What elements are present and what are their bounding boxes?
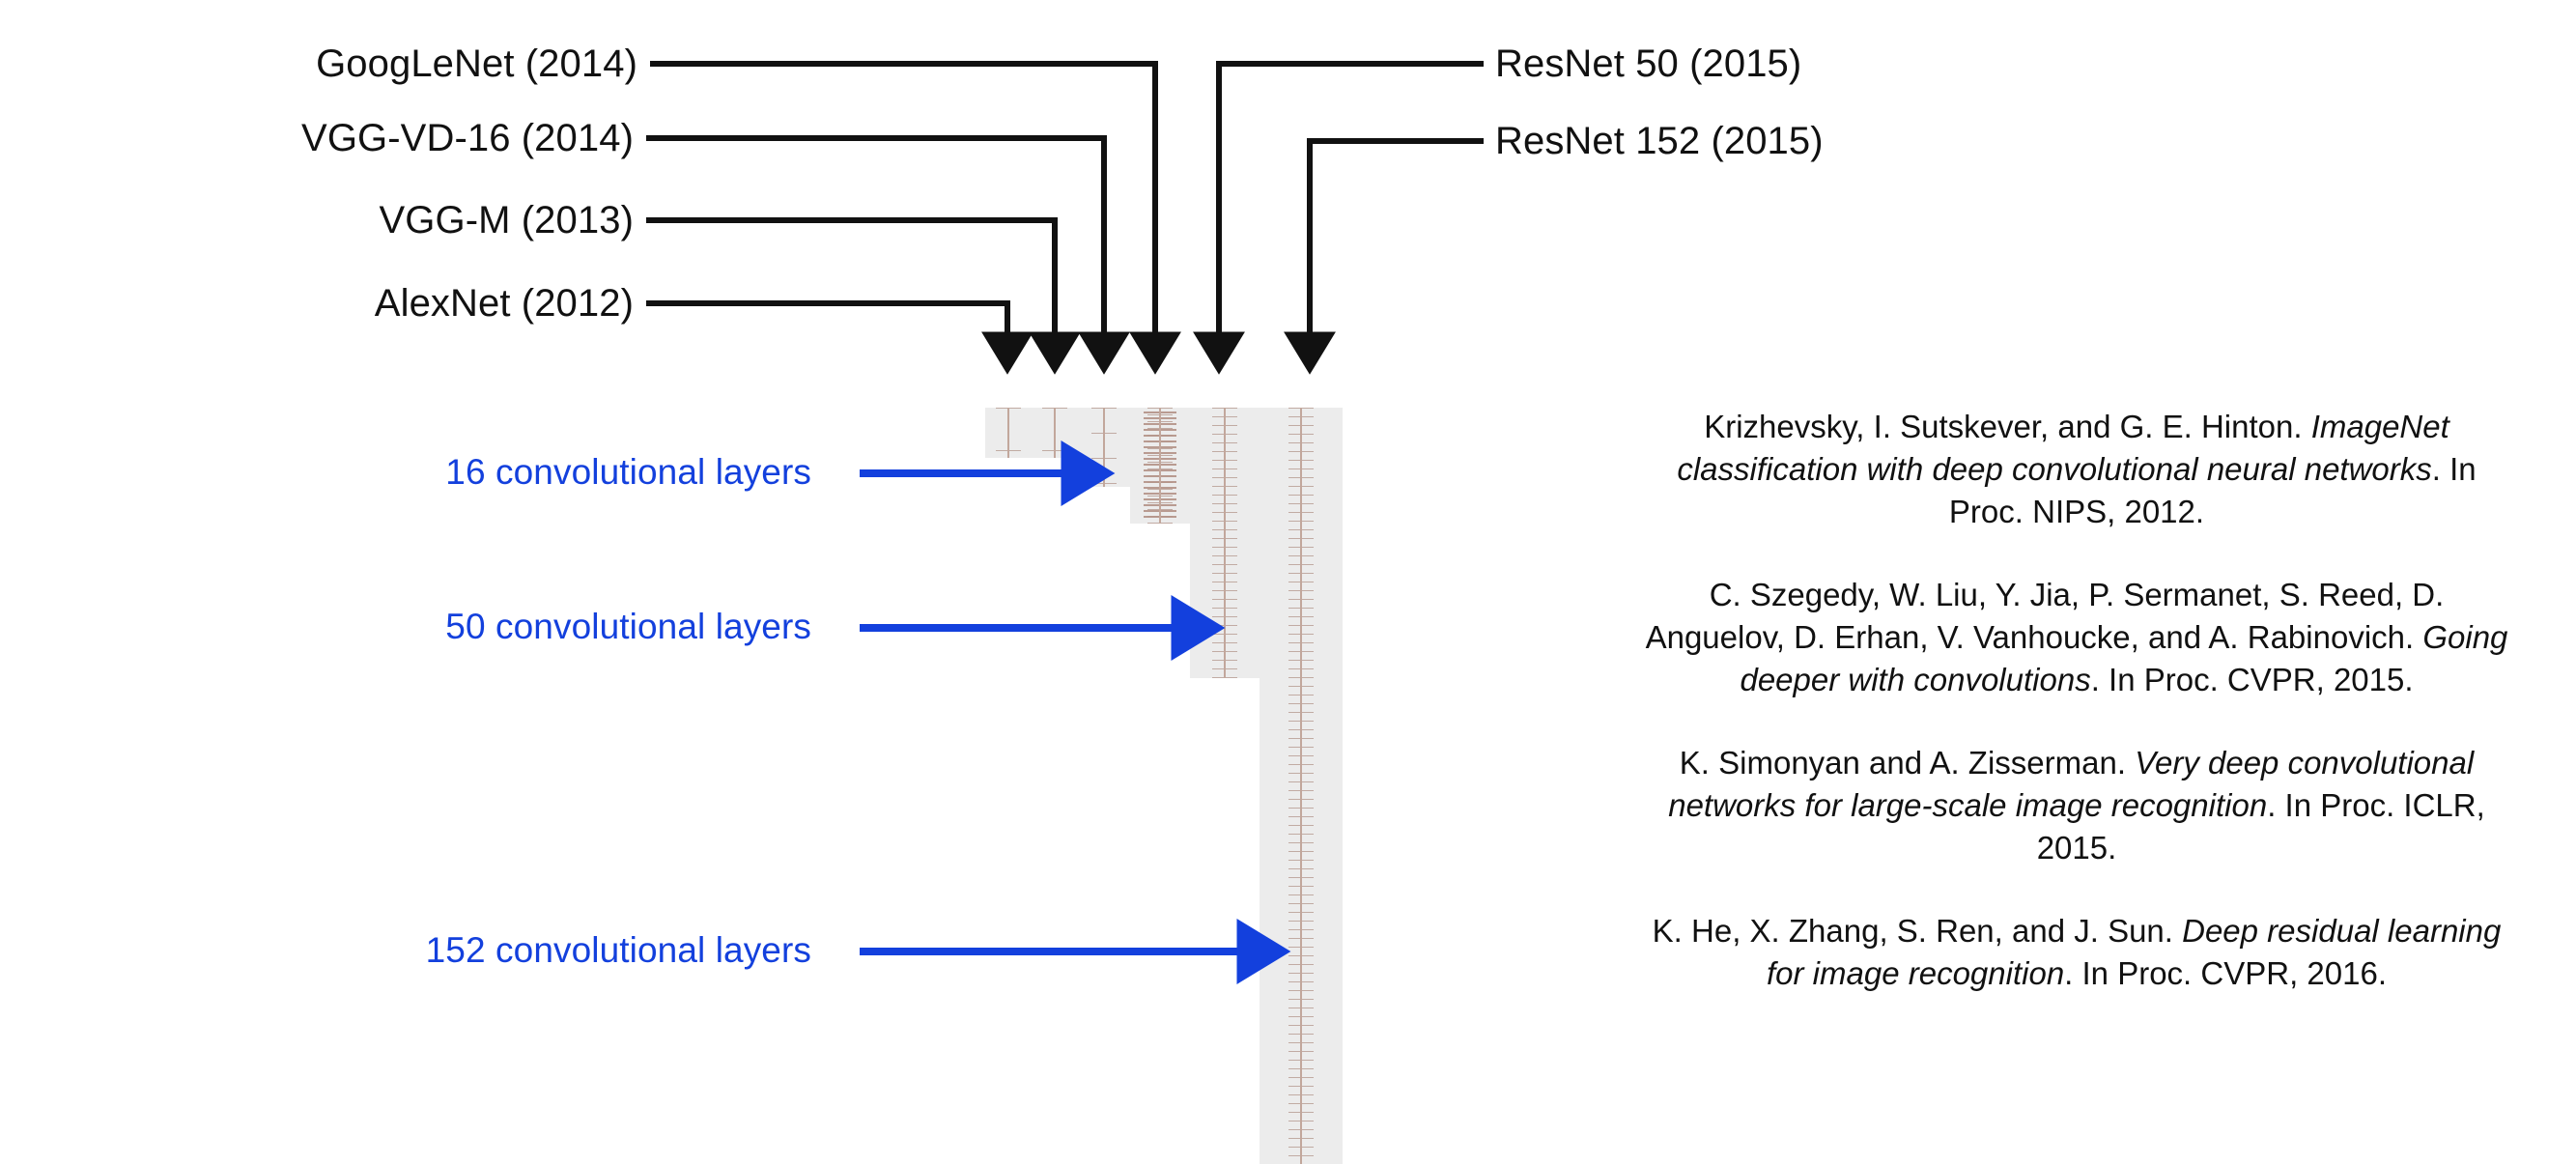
- reference-venue: . In Proc. NIPS, 2012.: [1948, 451, 2477, 529]
- annotation-152-conv-layers: 152 convolutional layers: [425, 930, 811, 970]
- leader-vgg-m: [646, 217, 1081, 375]
- network-spine: [1054, 408, 1056, 458]
- reference-item: K. He, X. Zhang, S. Ren, and J. Sun. Dee…: [1642, 910, 2511, 995]
- network-column-vgg-vd-16: [1078, 408, 1130, 487]
- reference-title: ImageNet classification with deep convol…: [1677, 409, 2449, 487]
- leader-resnet-50: [1193, 61, 1484, 375]
- label-vgg-m: VGG-M (2013): [379, 199, 634, 241]
- reference-item: K. Simonyan and A. Zisserman. Very deep …: [1642, 742, 2511, 869]
- network-spine: [1159, 408, 1161, 524]
- label-vgg-vd-16: VGG-VD-16 (2014): [301, 117, 634, 159]
- reference-authors: K. He, X. Zhang, S. Ren, and J. Sun.: [1652, 913, 2183, 949]
- reference-title: Very deep convolutional networks for lar…: [1668, 745, 2475, 823]
- network-spine: [1300, 408, 1302, 1164]
- label-resnet-50: ResNet 50 (2015): [1495, 43, 1802, 85]
- reference-title: Going deeper with convolutions: [1740, 619, 2508, 697]
- label-googlenet: GoogLeNet (2014): [316, 43, 637, 85]
- reference-item: Krizhevsky, I. Sutskever, and G. E. Hint…: [1642, 406, 2511, 533]
- network-spine: [1103, 408, 1105, 487]
- reference-venue: . In Proc. CVPR, 2016.: [2064, 955, 2387, 991]
- network-spine: [1224, 408, 1226, 678]
- label-resnet-152: ResNet 152 (2015): [1495, 120, 1824, 162]
- leader-vgg-vd-16: [646, 135, 1130, 375]
- leader-googlenet: [650, 61, 1181, 375]
- reference-venue: . In Proc. ICLR, 2015.: [2036, 787, 2485, 866]
- network-column-alexnet: [985, 408, 1032, 458]
- leader-resnet-152: [1284, 138, 1484, 375]
- annotation-50-conv-layers: 50 convolutional layers: [445, 607, 811, 646]
- leader-alexnet: [646, 300, 1033, 375]
- reference-item: C. Szegedy, W. Liu, Y. Jia, P. Sermanet,…: [1642, 574, 2511, 701]
- network-column-googlenet: [1130, 408, 1190, 524]
- network-column-resnet-50: [1190, 408, 1260, 678]
- network-spine: [1007, 408, 1009, 458]
- reference-authors: K. Simonyan and A. Zisserman.: [1679, 745, 2136, 781]
- network-column-resnet-152: [1260, 408, 1343, 1164]
- reference-authors: C. Szegedy, W. Liu, Y. Jia, P. Sermanet,…: [1645, 577, 2445, 655]
- reference-authors: Krizhevsky, I. Sutskever, and G. E. Hint…: [1704, 409, 2311, 444]
- reference-venue: . In Proc. CVPR, 2015.: [2090, 662, 2414, 697]
- label-alexnet: AlexNet (2012): [374, 282, 634, 325]
- reference-title: Deep residual learning for image recogni…: [1767, 913, 2502, 991]
- reference-list: Krizhevsky, I. Sutskever, and G. E. Hint…: [1642, 406, 2511, 1036]
- network-column-vggm: [1032, 408, 1078, 458]
- annotation-16-conv-layers: 16 convolutional layers: [445, 452, 811, 492]
